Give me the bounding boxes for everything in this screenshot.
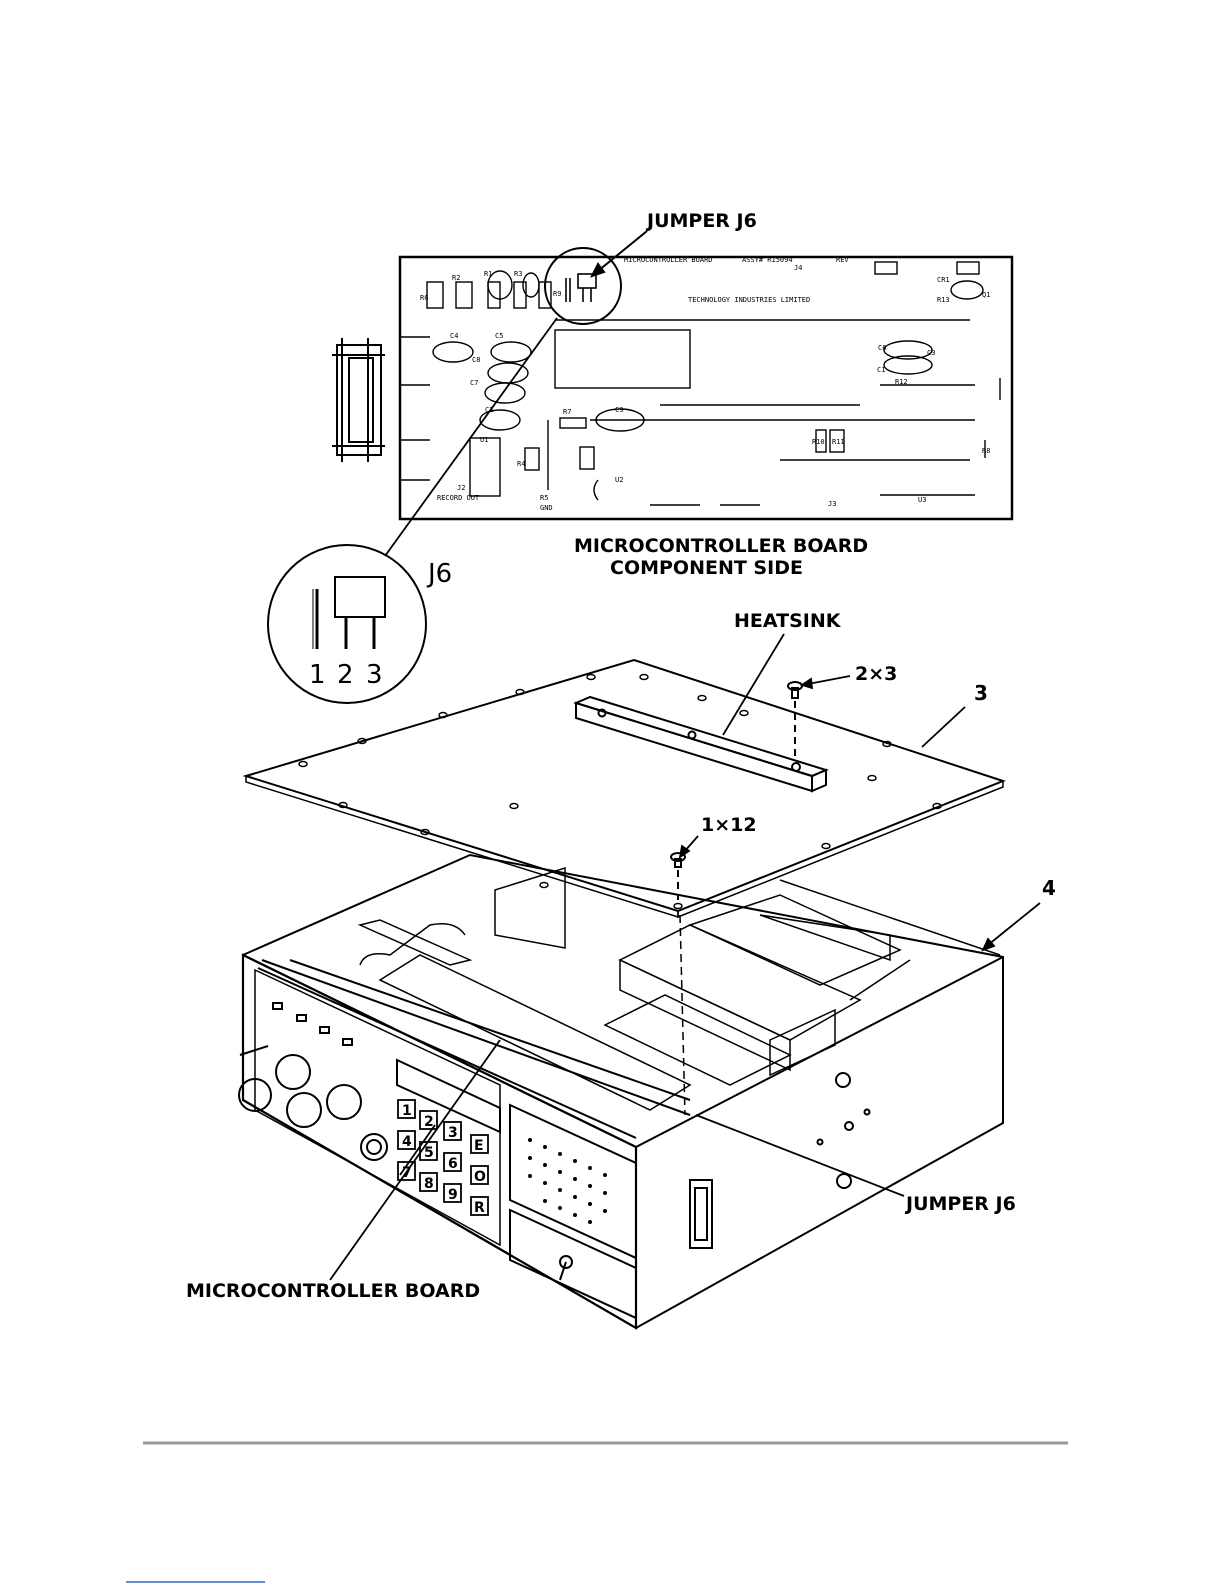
key-3: 3: [448, 1125, 458, 1141]
silk-ref-29: C1: [877, 366, 885, 374]
j6-detail: [267, 544, 427, 704]
key-E: E: [474, 1138, 484, 1154]
label-heatsink: HEATSINK: [734, 610, 842, 632]
silk-ref-9: C5: [495, 332, 503, 340]
label-jumper-j6-bottom: JUMPER J6: [904, 1193, 1016, 1215]
leader-board-bottom-2: [399, 1124, 436, 1176]
radio-chassis: [238, 853, 1004, 1330]
silk-gnd: GND: [540, 504, 553, 512]
label-j6-pin-1: 1: [309, 660, 326, 690]
silk-maker: TECHNOLOGY INDUSTRIES LIMITED: [688, 296, 810, 304]
silk-record-out: RECORD OUT: [437, 494, 480, 502]
silk-ref-17: R11: [832, 438, 845, 446]
align-dashed-line: [679, 914, 686, 1116]
leader-heatsink: [722, 633, 785, 736]
leader-item-4: [981, 902, 1041, 952]
label-j6-detail: J6: [426, 559, 452, 589]
silk-ref-28: C6: [878, 344, 886, 352]
caption-board-line1: MICROCONTROLLER BOARD: [574, 535, 868, 557]
silk-ref-18: R8: [982, 447, 990, 455]
silk-ref-13: R7: [563, 408, 571, 416]
leader-screw-2x3: [799, 675, 851, 690]
silk-ref-0: R6: [420, 294, 428, 302]
leader-j6-detail: [384, 317, 558, 557]
label-j6-pin-3: 3: [366, 660, 383, 690]
key-9: 9: [448, 1187, 458, 1203]
key-6: 6: [448, 1156, 458, 1172]
silk-ref-11: C7: [470, 379, 478, 387]
label-item-3: 3: [974, 681, 988, 705]
silk-ref-22: J2: [457, 484, 465, 492]
silk-ref-6: R13: [937, 296, 950, 304]
silk-ref-10: C8: [472, 356, 480, 364]
silk-ref-1: R2: [452, 274, 460, 282]
db-connector-left: [332, 338, 385, 462]
pcb-silkscreen: MICROCONTROLLER BOARD ASSY# R15094 REV T…: [420, 256, 990, 512]
silk-ref-2: R1: [484, 270, 492, 278]
silk-ref-19: R4: [517, 460, 525, 468]
j6-callout-circle: [544, 247, 622, 325]
leader-jumper-top: [590, 230, 648, 278]
silk-ref-25: U2: [615, 476, 623, 484]
silk-ref-16: R10: [812, 438, 825, 446]
key-4: 4: [402, 1134, 412, 1150]
silk-rev: REV: [836, 256, 849, 264]
key-1: 1: [402, 1103, 412, 1119]
key-5: 5: [424, 1145, 434, 1161]
leader-screw-1x12: [678, 835, 699, 859]
silk-ref-4: R9: [553, 290, 561, 298]
speaker-grille: [528, 1138, 607, 1224]
label-screw-2x3: 2×3: [855, 663, 897, 685]
leader-board-bottom: [329, 1039, 501, 1281]
silk-ref-15: C3: [927, 349, 935, 357]
silk-ref-27: J3: [828, 500, 836, 508]
screw-small: [787, 681, 803, 758]
key-R: R: [474, 1200, 485, 1216]
label-item-4: 4: [1042, 876, 1056, 900]
silk-ref-7: Q1: [982, 291, 990, 299]
silk-ref-8: C4: [450, 332, 458, 340]
caption-board-line2: COMPONENT SIDE: [610, 557, 803, 579]
silk-ref-21: R12: [895, 378, 908, 386]
label-j6-pin-2: 2: [337, 660, 354, 690]
silk-ref-5: CR1: [937, 276, 950, 284]
silk-ref-3: R3: [514, 270, 522, 278]
silk-ref-24: U1: [480, 436, 488, 444]
key-2: 2: [424, 1114, 434, 1130]
pcb-board: [332, 247, 1014, 521]
silk-ref-26: U3: [918, 496, 926, 504]
leader-jumper-bottom: [695, 1114, 905, 1197]
key-O: O: [474, 1169, 486, 1185]
cover-plate: [242, 658, 1006, 919]
silk-assy: ASSY# R15094: [742, 256, 793, 264]
silk-ref-12: C2: [485, 406, 493, 414]
key-8: 8: [424, 1176, 434, 1192]
leader-item-3: [921, 706, 966, 748]
label-microcontroller-board-bottom: MICROCONTROLLER BOARD: [186, 1280, 480, 1302]
label-screw-1x12: 1×12: [701, 814, 757, 836]
silk-ref-23: J4: [794, 264, 802, 272]
silk-ref-14: C9: [615, 406, 623, 414]
pcb-traces: [400, 261, 1001, 506]
label-jumper-j6-top: JUMPER J6: [645, 210, 757, 232]
silk-ref-20: R5: [540, 494, 548, 502]
silk-header: MICROCONTROLLER BOARD: [624, 256, 713, 264]
